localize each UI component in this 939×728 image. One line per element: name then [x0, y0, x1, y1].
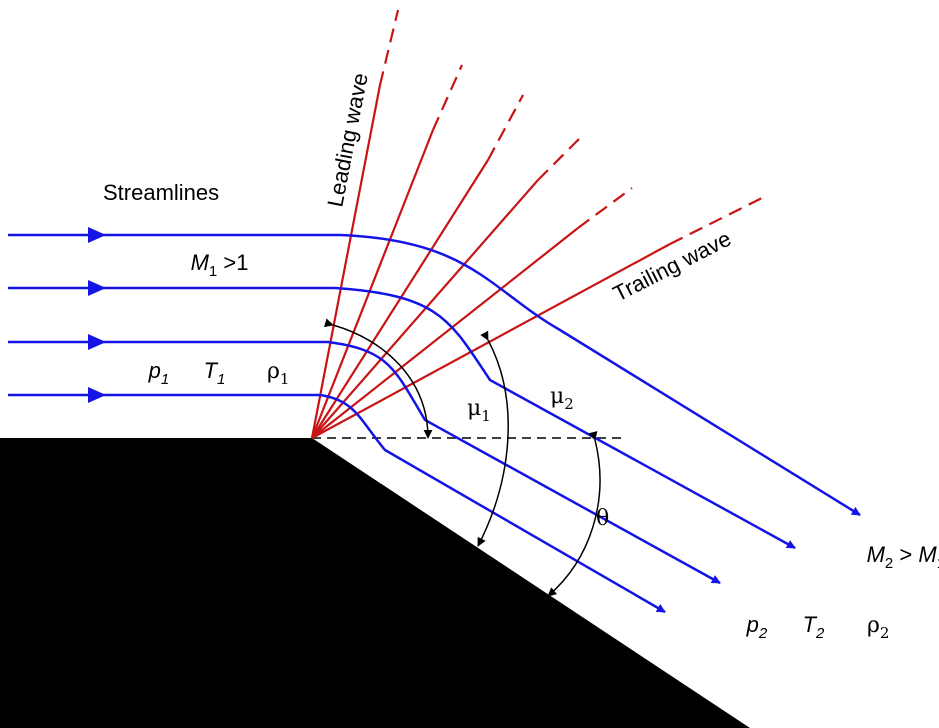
leading-wave-label: Leading wave — [322, 71, 372, 209]
streamline-3-mid-arrow — [88, 334, 106, 350]
fan-wave-extension-2 — [431, 64, 464, 131]
expansion-fan — [310, 84, 671, 439]
fan-wave-line-4 — [311, 179, 539, 439]
theta-label: θ — [596, 506, 609, 531]
streamline-4-mid-arrow — [88, 387, 106, 403]
streamline-2-mid-arrow — [88, 280, 106, 296]
leading-wave-extension — [378, 9, 400, 86]
theta-arc — [547, 431, 601, 597]
fan-wave-extension-3 — [487, 94, 524, 161]
mu1-label: μ1 — [432, 396, 512, 427]
downstream-pressure-label: p2 — [716, 612, 786, 643]
fan-wave-extension-5 — [577, 187, 633, 229]
upstream-temperature-label: T1 — [173, 358, 244, 389]
leading-wave-line — [310, 84, 382, 439]
streamline-1 — [8, 233, 861, 517]
trailing-wave-extension — [669, 197, 763, 245]
upstream-mach-label: M1 >1 — [160, 250, 267, 280]
fan-wave-extension-4 — [537, 134, 584, 181]
downstream-density-label: ρ2 — [832, 613, 910, 644]
mu1-arc — [323, 318, 433, 439]
upstream-pressure-label: p1 — [118, 358, 188, 389]
mu2-label: μ2 — [515, 384, 595, 415]
downstream-mach-label: M2 > M1 — [836, 542, 939, 573]
mu2-arc — [477, 330, 509, 547]
downstream-temperature-label: T2 — [772, 612, 843, 643]
expansion-fan-extensions — [378, 9, 763, 245]
streamline-mid-arrows — [88, 227, 106, 403]
angle-arcs — [323, 318, 601, 597]
wall-body — [0, 438, 750, 728]
upstream-density-label: ρ1 — [232, 359, 310, 390]
streamline-1-mid-arrow — [88, 227, 106, 243]
streamlines-label: Streamlines — [103, 180, 219, 205]
